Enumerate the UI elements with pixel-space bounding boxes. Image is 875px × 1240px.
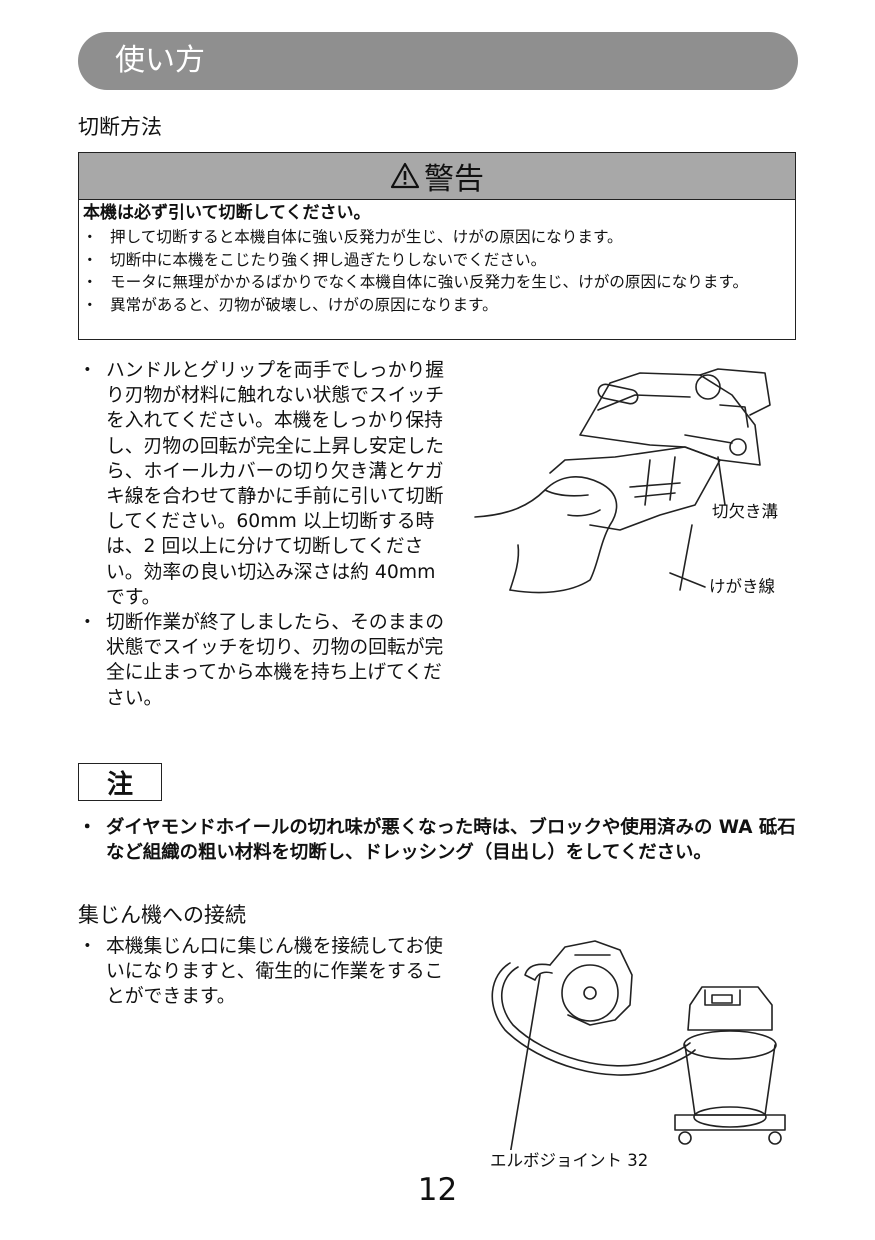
cutting-illustration <box>474 368 771 594</box>
page-title: 使い方 <box>115 43 205 78</box>
dust-section-title: 集じん機への接続 <box>78 903 246 927</box>
cutting-instructions: ハンドルとグリップを両手でしっかり握り刃物が材料に触れない状態でスイッチを入れて… <box>78 358 448 711</box>
warning-list: 押して切断すると本機自体に強い反発力が生じ、けがの原因になります。 切断中に本機… <box>82 226 792 316</box>
page-number: 12 <box>417 1172 458 1208</box>
label-notch: 切欠き溝 <box>712 502 778 521</box>
warning-box: 警告 <box>78 152 796 340</box>
note-box: 注 <box>78 763 162 801</box>
instruction-item: ハンドルとグリップを両手でしっかり握り刃物が材料に触れない状態でスイッチを入れて… <box>78 358 448 610</box>
warning-icon <box>390 162 420 189</box>
warning-item: モータに無理がかかるばかりでなく本機自体に強い反発力を生じ、けがの原因になります… <box>82 271 792 294</box>
dust-instructions: 本機集じん口に集じん機を接続してお使いになりますと、衛生的に作業をすることができ… <box>78 934 448 1010</box>
instruction-item: 切断作業が終了しましたら、そのままの状態でスイッチを切り、刃物の回転が完全に止ま… <box>78 610 448 711</box>
dust-collector-illustration <box>491 940 786 1150</box>
label-marking-line: けがき線 <box>709 577 775 596</box>
cutting-section-title: 切断方法 <box>78 115 162 139</box>
warning-item: 異常があると、刃物が破壊し、けがの原因になります。 <box>82 294 792 317</box>
warning-lead: 本機は必ず引いて切断してください。 <box>83 203 371 223</box>
label-elbow-joint: エルボジョイント 32 <box>490 1151 649 1170</box>
instruction-item: 本機集じん口に集じん機を接続してお使いになりますと、衛生的に作業をすることができ… <box>78 934 448 1010</box>
header-bar <box>78 32 798 90</box>
note-item: ダイヤモンドホイールの切れ味が悪くなった時は、ブロックや使用済みの WA 砥石な… <box>78 815 798 865</box>
warning-item: 切断中に本機をこじたり強く押し過ぎたりしないでください。 <box>82 249 792 272</box>
warning-title: 警告 <box>424 162 484 197</box>
warning-header: 警告 <box>79 153 795 200</box>
note-list: ダイヤモンドホイールの切れ味が悪くなった時は、ブロックや使用済みの WA 砥石な… <box>78 815 798 865</box>
warning-item: 押して切断すると本機自体に強い反発力が生じ、けがの原因になります。 <box>82 226 792 249</box>
